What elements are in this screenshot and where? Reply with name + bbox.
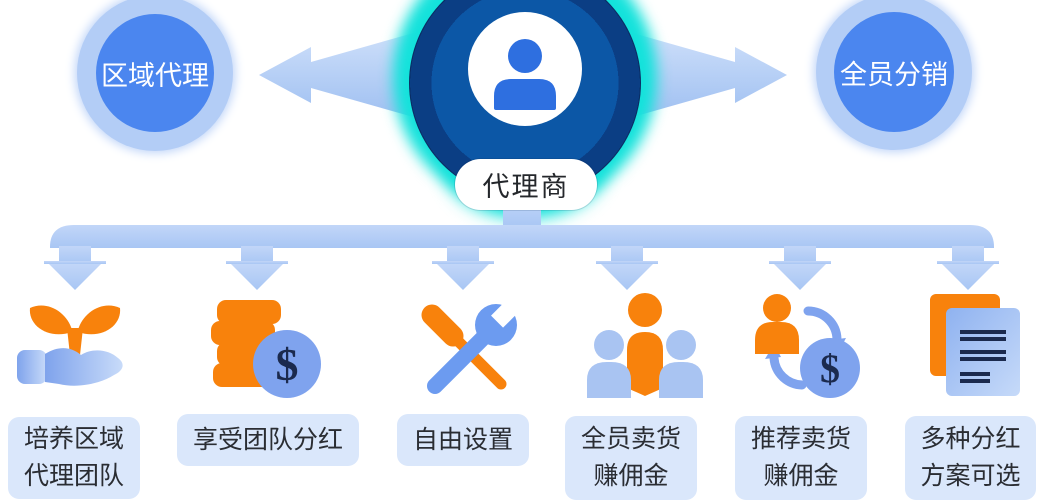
branch-icon-6 <box>912 288 1032 398</box>
coins-dollar-icon: $ <box>211 300 321 398</box>
node-full-distribution: 全员分销 <box>834 12 954 132</box>
branch-label-2: 享受团队分红 <box>177 414 359 466</box>
hand-sprout-icon <box>17 305 123 386</box>
branch-label-1: 培养区域 代理团队 <box>8 417 140 499</box>
center-pill-agent: 代理商 <box>455 159 597 210</box>
label-line: 赚佣金 <box>763 462 839 490</box>
branch-icon-3 <box>407 288 527 398</box>
branch-icon-4 <box>585 288 705 398</box>
dollar-sign: $ <box>820 346 840 391</box>
down-arrow-4 <box>596 246 658 290</box>
arrow-right-icon <box>622 30 787 120</box>
label-line: 多种分红 <box>920 425 1021 453</box>
down-arrow-6 <box>937 246 999 290</box>
node-full-distribution-label: 全员分销 <box>840 59 948 90</box>
center-pill-label: 代理商 <box>482 172 570 202</box>
label-line: 全员卖货 <box>580 425 681 453</box>
person-cycle-dollar-icon: $ <box>755 294 860 398</box>
down-arrow-2 <box>226 246 288 290</box>
node-regional-agent-label: 区域代理 <box>101 60 209 91</box>
person-icon <box>494 39 556 110</box>
arrow-left-icon <box>259 30 424 120</box>
label-line: 培养区域 <box>23 425 124 453</box>
branch-label-6: 多种分红 方案可选 <box>905 416 1036 500</box>
branch-icon-2: $ <box>203 288 323 398</box>
dollar-sign: $ <box>276 339 299 390</box>
label-line: 自由设置 <box>412 425 513 454</box>
branch-icon-1 <box>15 288 135 398</box>
center-avatar-circle <box>468 12 582 126</box>
down-arrow-3 <box>432 246 494 290</box>
tools-icon <box>421 293 526 394</box>
branch-label-4: 全员卖货 赚佣金 <box>565 416 697 500</box>
team-icon <box>587 293 703 398</box>
down-arrow-5 <box>769 246 831 290</box>
down-arrow-1 <box>44 246 106 290</box>
documents-icon <box>930 294 1020 396</box>
label-line: 推荐卖货 <box>750 425 851 453</box>
node-regional-agent: 区域代理 <box>96 14 214 132</box>
branch-label-5: 推荐卖货 赚佣金 <box>735 416 867 500</box>
branch-icon-5: $ <box>746 288 866 398</box>
branch-label-3: 自由设置 <box>397 414 529 466</box>
label-line: 方案可选 <box>920 462 1021 490</box>
horizontal-bar <box>50 225 994 248</box>
label-line: 代理团队 <box>23 462 124 490</box>
label-line: 赚佣金 <box>593 462 669 490</box>
label-line: 享受团队分红 <box>192 425 343 454</box>
